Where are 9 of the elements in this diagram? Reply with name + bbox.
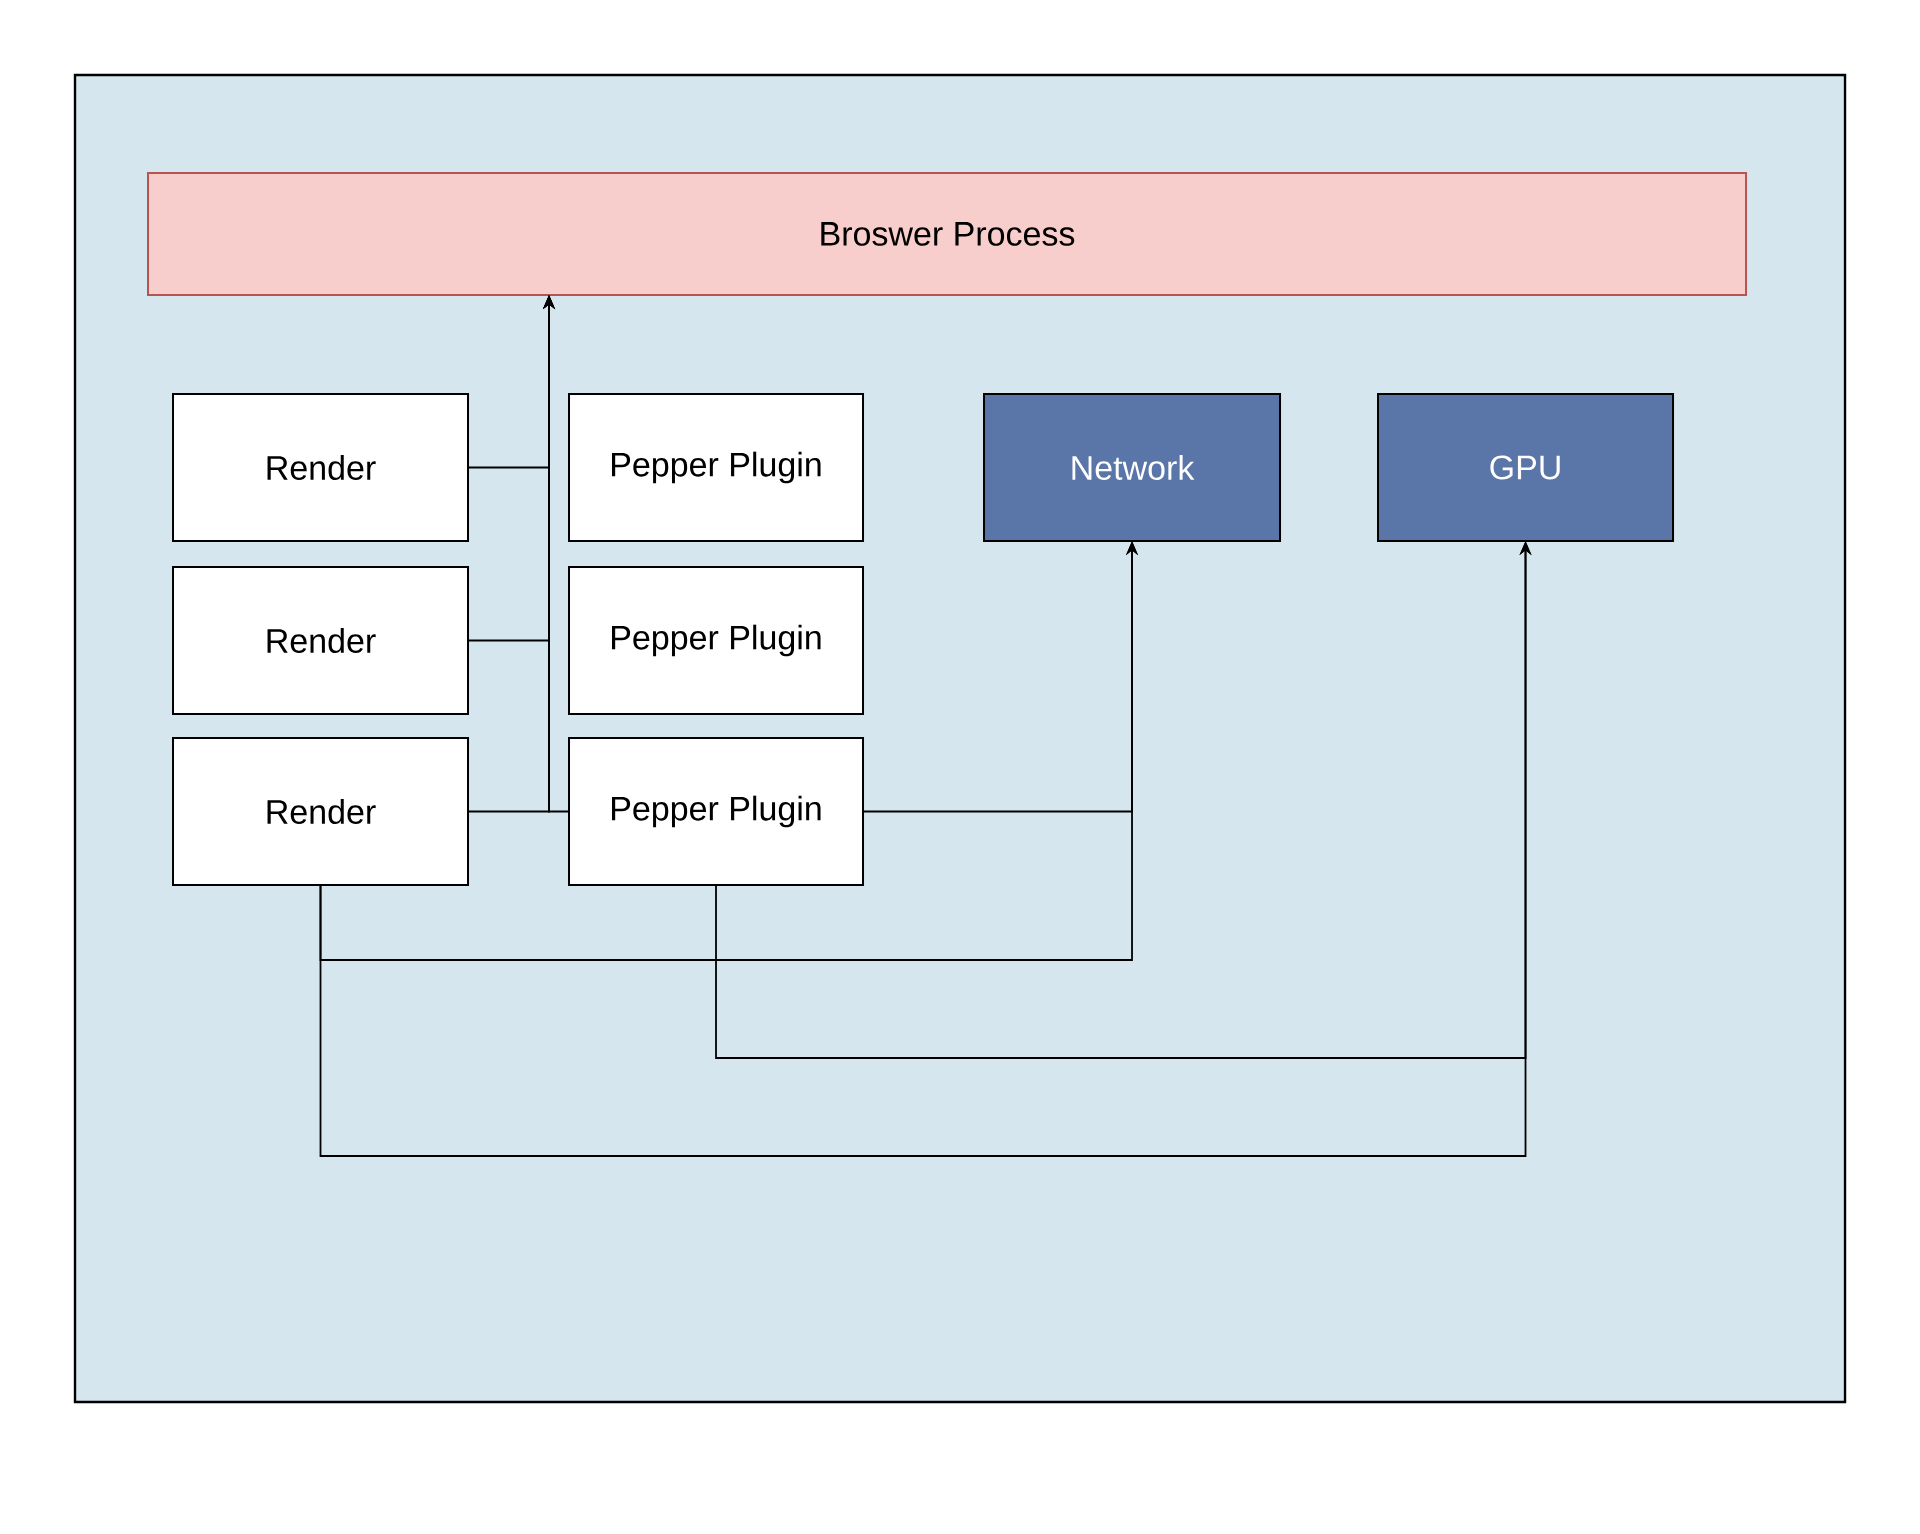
process-box: Pepper Plugin xyxy=(568,393,864,542)
process-box: Render xyxy=(172,393,469,542)
process-box: Render xyxy=(172,737,469,886)
process-box: GPU xyxy=(1377,393,1674,542)
process-bar: Broswer Process xyxy=(147,172,1747,296)
process-box: Pepper Plugin xyxy=(568,737,864,886)
process-box: Render xyxy=(172,566,469,715)
process-box: Pepper Plugin xyxy=(568,566,864,715)
process-box: Network xyxy=(983,393,1281,542)
